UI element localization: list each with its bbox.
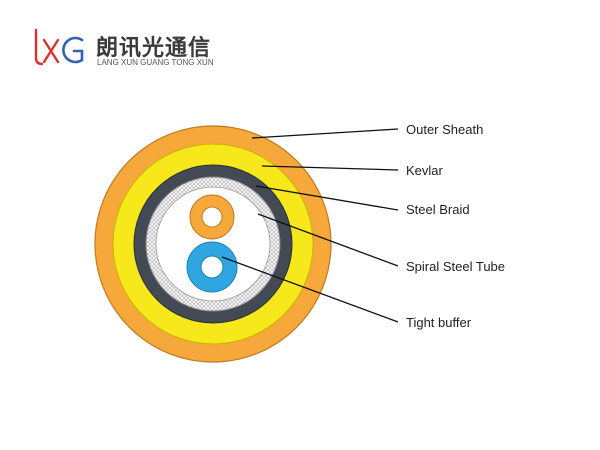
label-spiral-steel-tube: Spiral Steel Tube: [406, 259, 505, 274]
leader-line-outer-sheath: [251, 128, 399, 139]
leader-line-tight-buffer: [221, 256, 399, 323]
company-logo: 朗讯光通信 LANG XUN GUANG TONG XUN: [30, 26, 230, 76]
label-tight-buffer: Tight buffer: [406, 315, 472, 330]
label-kevlar: Kevlar: [406, 163, 444, 178]
label-outer-sheath: Outer Sheath: [406, 122, 483, 137]
brand-name-cn: 朗讯光通信: [96, 36, 212, 61]
tight-buffer-orange-core: [201, 206, 223, 228]
logo-mark-icon: [34, 28, 84, 66]
tight-buffer-blue-core: [200, 255, 224, 279]
leader-line-kevlar: [261, 165, 399, 171]
brand-name-en: LANG XUN GUANG TONG XUN: [97, 58, 214, 67]
leader-line-steel-braid: [255, 185, 399, 211]
leader-line-spiral-steel-tube: [257, 213, 399, 267]
label-steel-braid: Steel Braid: [406, 202, 470, 217]
